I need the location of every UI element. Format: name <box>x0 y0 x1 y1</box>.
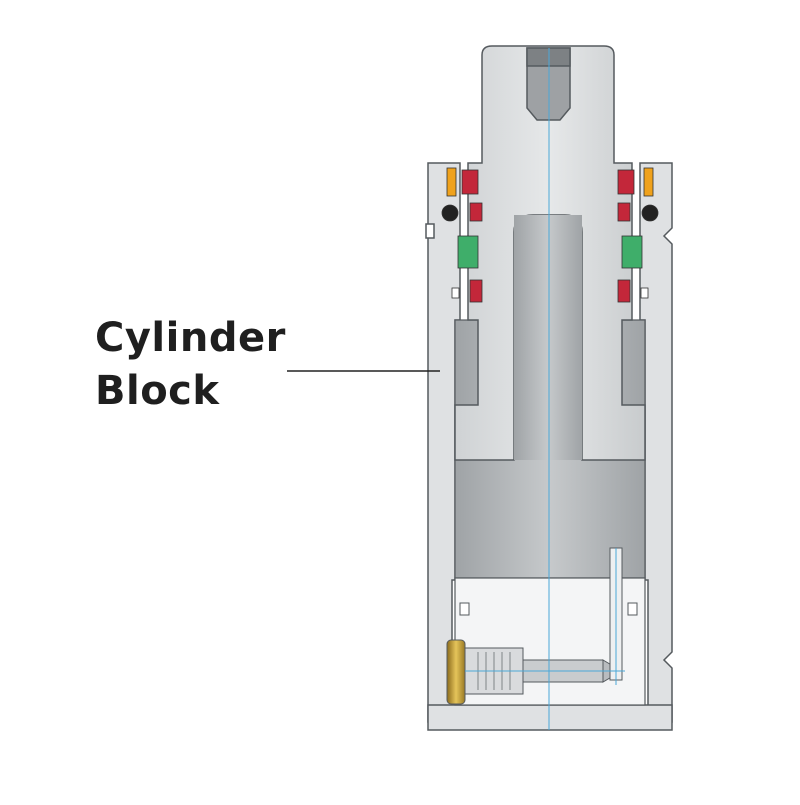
seal-orange-left <box>446 167 457 197</box>
label-line-1: Cylinder <box>95 315 286 361</box>
cylinder-block-label: Cylinder Block <box>95 312 286 418</box>
seal-orange-right <box>643 167 654 197</box>
seal-red-left-3 <box>469 279 483 303</box>
oring-right <box>641 204 659 222</box>
oring-left <box>441 204 459 222</box>
piston-rod <box>454 45 646 461</box>
seal-red-left-1 <box>461 169 479 195</box>
centerlines <box>465 48 625 730</box>
seal-green-right <box>621 235 643 269</box>
cylinder-base <box>427 704 673 731</box>
seal-set <box>441 167 659 303</box>
rod-inner-bore <box>514 215 582 460</box>
seal-red-right-3 <box>617 279 631 303</box>
base-plug-right <box>627 602 638 616</box>
base-plug-left <box>459 602 470 616</box>
seal-red-right-1 <box>617 169 635 195</box>
wear-ring-left <box>451 287 460 299</box>
seal-green-left <box>457 235 479 269</box>
seal-red-left-2 <box>469 202 483 222</box>
left-notch <box>425 223 435 239</box>
seal-red-right-2 <box>617 202 631 222</box>
label-line-2: Block <box>95 368 220 414</box>
wear-ring-right <box>640 287 649 299</box>
brass-fitting <box>446 639 466 705</box>
